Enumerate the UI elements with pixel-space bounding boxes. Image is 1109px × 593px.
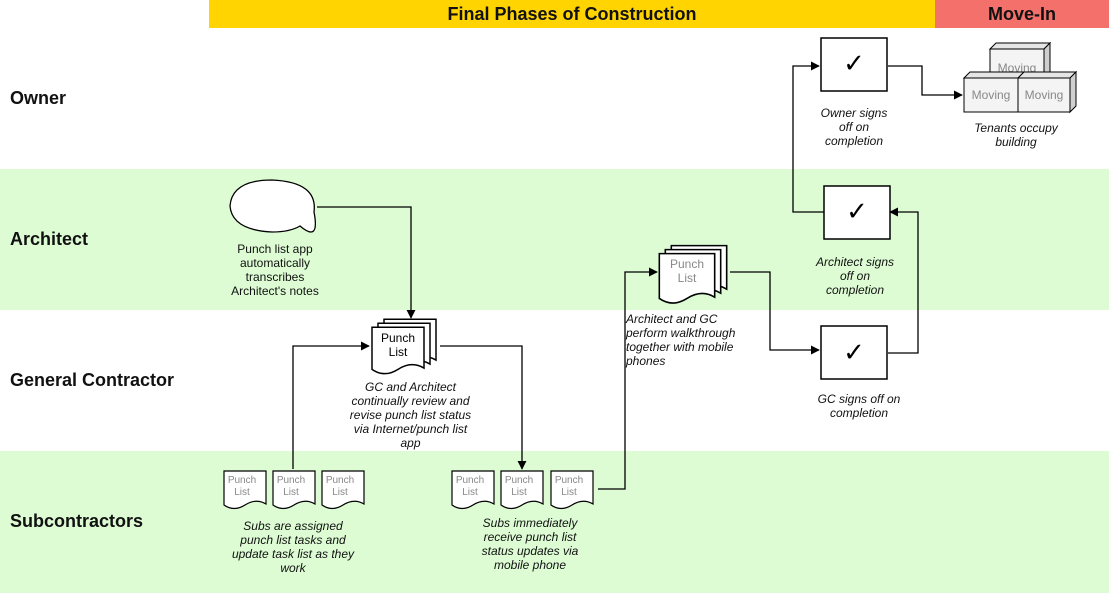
subs-receive-docs: Punch List Punch List Punch List	[451, 470, 594, 510]
lane-gc	[0, 310, 1109, 451]
doc-label: List	[561, 487, 577, 498]
doc-label: Punch	[456, 475, 484, 486]
check-icon: ✓	[843, 48, 865, 78]
doc-label: Punch	[326, 475, 354, 486]
doc-label: List	[462, 487, 478, 498]
doc-label: List	[389, 345, 408, 359]
moving-boxes-icon: Moving Moving Moving	[962, 41, 1078, 114]
walkthrough-punch-list-icon: Punch List	[658, 244, 728, 304]
phase-construction-bar: Final Phases of Construction	[209, 0, 935, 28]
doc-label: Punch	[228, 475, 256, 486]
check-icon: ✓	[846, 196, 868, 226]
gc-punch-list-icon: Punch List	[371, 318, 437, 375]
doc-label: List	[283, 487, 299, 498]
lane-owner	[0, 28, 1109, 169]
lane-label-subs: Subcontractors	[10, 511, 144, 531]
subs-assigned-docs: Punch List Punch List Punch List	[223, 470, 365, 510]
doc-label: Punch	[505, 475, 533, 486]
doc-label: List	[678, 271, 697, 285]
lane-label-owner: Owner	[10, 88, 67, 108]
doc-label: Punch	[381, 331, 415, 345]
speech-bubble-icon	[229, 179, 317, 233]
gc-signoff-checkbox: ✓	[820, 325, 888, 380]
connectors	[292, 61, 963, 490]
lane-label-gc: General Contractor	[10, 370, 175, 390]
lane-label-architect: Architect	[10, 229, 89, 249]
architect-signoff-checkbox: ✓	[823, 185, 891, 240]
owner-signoff-checkbox: ✓	[820, 37, 888, 92]
doc-label: Punch	[670, 257, 704, 271]
doc-label: Punch	[555, 475, 583, 486]
doc-label: List	[511, 487, 527, 498]
lane-architect	[0, 169, 1109, 310]
phase-movein-bar: Move-In	[935, 0, 1109, 28]
check-icon: ✓	[843, 337, 865, 367]
doc-label: List	[234, 487, 250, 498]
moving-label: Moving	[972, 88, 1011, 102]
moving-label: Moving	[1025, 88, 1064, 102]
doc-label: Punch	[277, 475, 305, 486]
doc-label: List	[332, 487, 348, 498]
